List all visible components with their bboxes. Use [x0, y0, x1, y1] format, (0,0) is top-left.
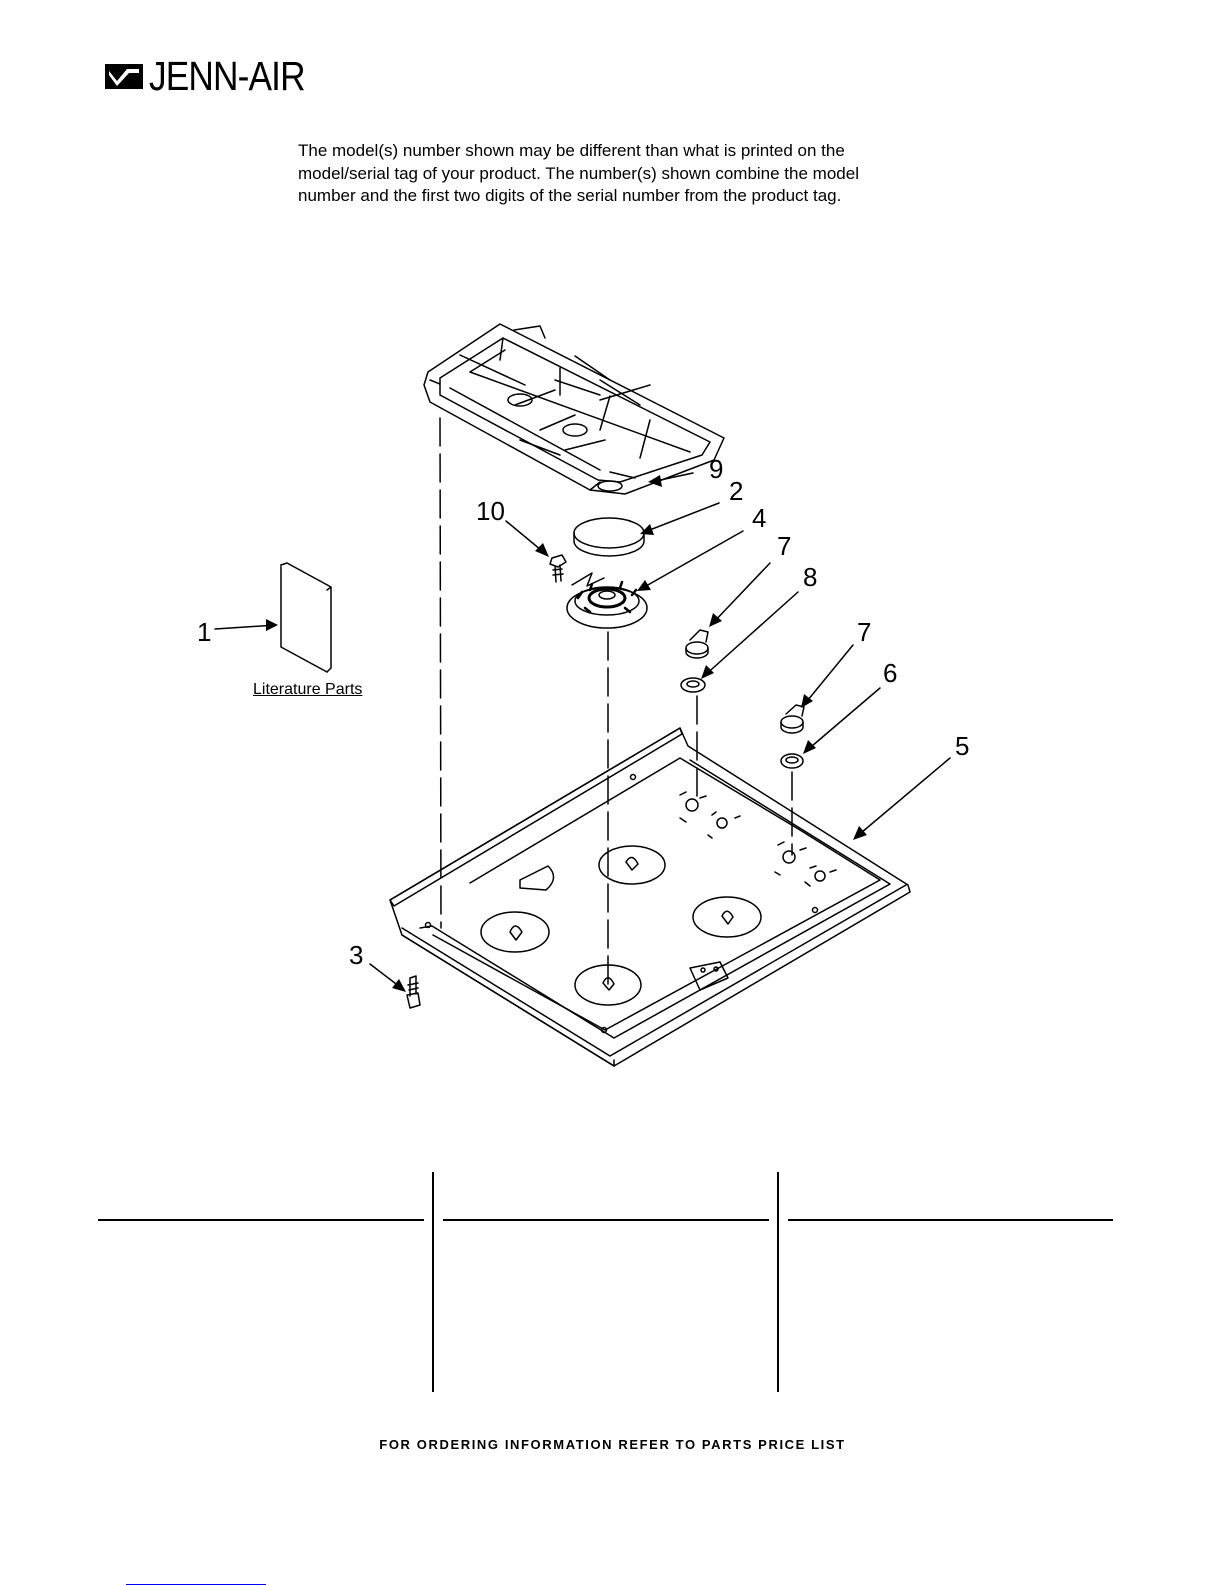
- callout-1: 1: [197, 617, 211, 647]
- bezel-part: [680, 677, 706, 693]
- jenn-air-logo-mark-icon: [105, 64, 143, 89]
- burner-base-part: [566, 580, 648, 629]
- burner-cap-part: [573, 517, 645, 557]
- callout-7: 7: [857, 617, 871, 647]
- callout-arrowheads: [266, 475, 867, 992]
- notice-line: model/serial tag of your product. The nu…: [298, 163, 859, 183]
- callout-3: 3: [349, 940, 363, 970]
- parts-column-divider: [432, 1172, 434, 1392]
- brand-name: JENN-AIR: [149, 52, 306, 99]
- brand-logo: JENN-AIR: [105, 50, 330, 102]
- callout-9: 9: [709, 454, 723, 484]
- literature-parts-label: Literature Parts: [253, 681, 363, 698]
- cooktop-part: [389, 727, 911, 1067]
- literature-part: [280, 562, 332, 673]
- model-number-notice: The model(s) number shown may be differe…: [298, 140, 958, 208]
- callout-6: 6: [883, 658, 897, 688]
- parts-column-divider: [777, 1172, 779, 1392]
- callout-leaders: [214, 472, 951, 991]
- callout-2: 2: [729, 476, 743, 506]
- notice-line: The model(s) number shown may be differe…: [298, 141, 845, 160]
- notice-line: number and the first two digits of the s…: [298, 186, 842, 205]
- ordering-info-footer: FOR ORDERING INFORMATION REFER TO PARTS …: [379, 1437, 846, 1452]
- bezel-part: [780, 753, 804, 769]
- callout-10: 10: [476, 496, 505, 526]
- knob-part: [685, 629, 709, 659]
- screw-part: [549, 554, 605, 587]
- parts-column-rule: [443, 1219, 769, 1221]
- callout-8: 8: [803, 562, 817, 592]
- orifice-part: [406, 975, 421, 1009]
- grate-part: [423, 323, 725, 495]
- callout-4: 4: [752, 503, 766, 533]
- assembly-guide-lines: [439, 417, 793, 986]
- parts-column-rule: [788, 1219, 1113, 1221]
- knob-part: [780, 704, 805, 734]
- callout-5: 5: [955, 731, 969, 761]
- callout-7: 7: [777, 531, 791, 561]
- parts-column-rule: [98, 1219, 424, 1221]
